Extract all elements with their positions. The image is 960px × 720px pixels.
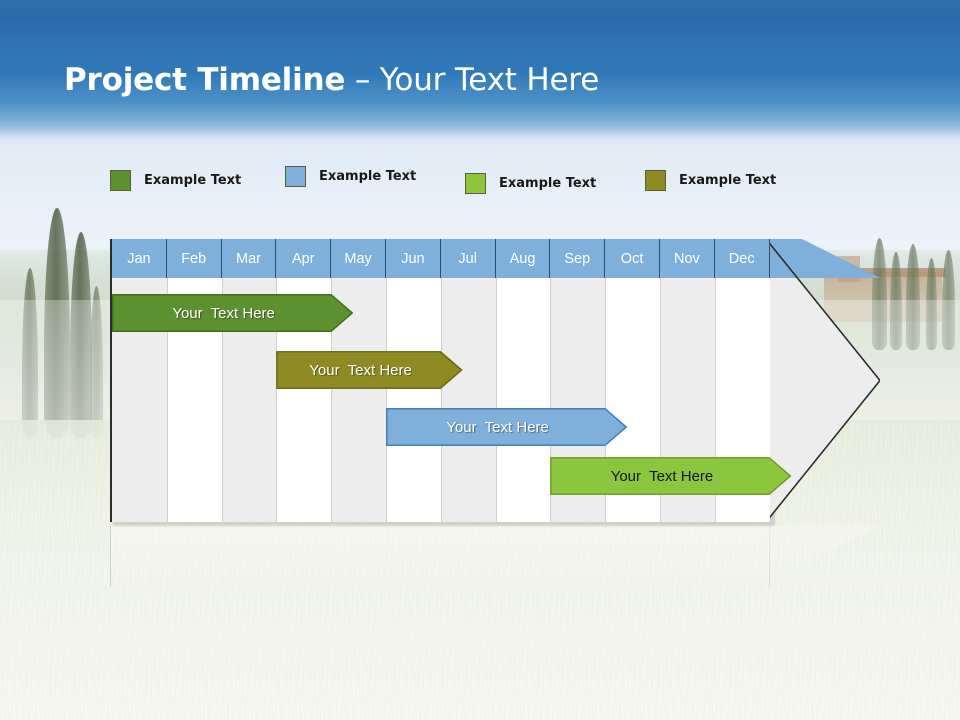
timeline-task-label-4: Your Text Here	[610, 467, 714, 485]
timeline-column-separator-8	[550, 278, 552, 522]
legend-label-4: Example Text	[679, 173, 777, 188]
timeline-task-bar-shape-2	[276, 351, 462, 389]
month-header-nov[interactable]: Nov	[660, 239, 715, 278]
timeline-task-bar-outline-1	[112, 294, 354, 332]
legend-item-2: Example Text	[285, 166, 416, 187]
timeline-column-aug	[495, 239, 551, 522]
month-header-sep[interactable]: Sep	[550, 239, 606, 278]
timeline-column-separator-7	[495, 278, 497, 522]
timeline-task-bar-outline-2	[276, 351, 463, 389]
timeline-column-separator-4	[331, 278, 333, 522]
legend-label-2: Example Text	[319, 169, 417, 184]
timeline-column-jan	[112, 239, 167, 522]
legend-label-1: Example Text	[144, 173, 242, 188]
timeline-column-mar	[221, 239, 277, 522]
month-header-feb[interactable]: Feb	[166, 239, 222, 278]
legend-swatch-3	[465, 173, 486, 194]
timeline-column-separator-10	[660, 278, 661, 522]
timeline-column-separator-1	[166, 278, 168, 522]
timeline-column-separator-9	[605, 278, 607, 522]
page-title: Project Timeline – Your Text Here	[64, 58, 599, 102]
legend-swatch-1	[110, 170, 131, 191]
legend-item-4: Example Text	[645, 170, 776, 191]
timeline-task-bar-shape-1	[112, 294, 353, 332]
legend-item-1: Example Text	[110, 170, 241, 191]
page-title-strong: Project Timeline	[64, 62, 346, 98]
month-header-apr[interactable]: Apr	[276, 239, 332, 278]
timeline-task-bar-3[interactable]: Your Text Here	[386, 408, 628, 446]
timeline-column-separator-11	[714, 278, 716, 522]
timeline-task-bar-shape-4	[550, 457, 791, 495]
timeline-column-feb	[166, 239, 222, 522]
month-header-dec[interactable]: Dec	[714, 239, 770, 278]
timeline-task-label-3: Your Text Here	[446, 418, 549, 436]
month-header-jan[interactable]: Jan	[112, 239, 167, 278]
timeline-column-separator-3	[276, 278, 278, 522]
legend-swatch-4	[645, 170, 666, 191]
timeline-task-bar-outline-3	[386, 408, 628, 446]
timeline-task-label-1: Your Text Here	[172, 304, 275, 322]
month-header-jul[interactable]: Jul	[440, 239, 496, 278]
timeline-task-bar-4[interactable]: Your Text Here	[550, 457, 792, 495]
timeline-task-label-2: Your Text Here	[309, 361, 412, 379]
chart-reflection	[110, 525, 770, 587]
timeline-task-bar-shape-3	[386, 408, 627, 446]
timeline-task-bar-outline-4	[550, 457, 792, 495]
legend-swatch-2	[285, 166, 306, 187]
timeline-column-separator-5	[386, 278, 387, 522]
month-header-jun[interactable]: Jun	[386, 239, 441, 278]
legend-item-3: Example Text	[465, 173, 596, 194]
month-header-may[interactable]: May	[331, 239, 386, 278]
title-banner	[0, 0, 960, 140]
timeline-task-bar-1[interactable]: Your Text Here	[112, 294, 354, 332]
timeline-arrow-head-outline	[766, 239, 880, 522]
month-header-aug[interactable]: Aug	[495, 239, 551, 278]
timeline-task-bar-2[interactable]: Your Text Here	[276, 351, 463, 389]
month-header-mar[interactable]: Mar	[221, 239, 277, 278]
page-title-rest: – Your Text Here	[345, 62, 600, 98]
timeline-column-separator-2	[221, 278, 223, 522]
timeline-column-separator-6	[440, 278, 442, 522]
legend-label-3: Example Text	[499, 176, 597, 191]
month-header-oct[interactable]: Oct	[605, 239, 660, 278]
